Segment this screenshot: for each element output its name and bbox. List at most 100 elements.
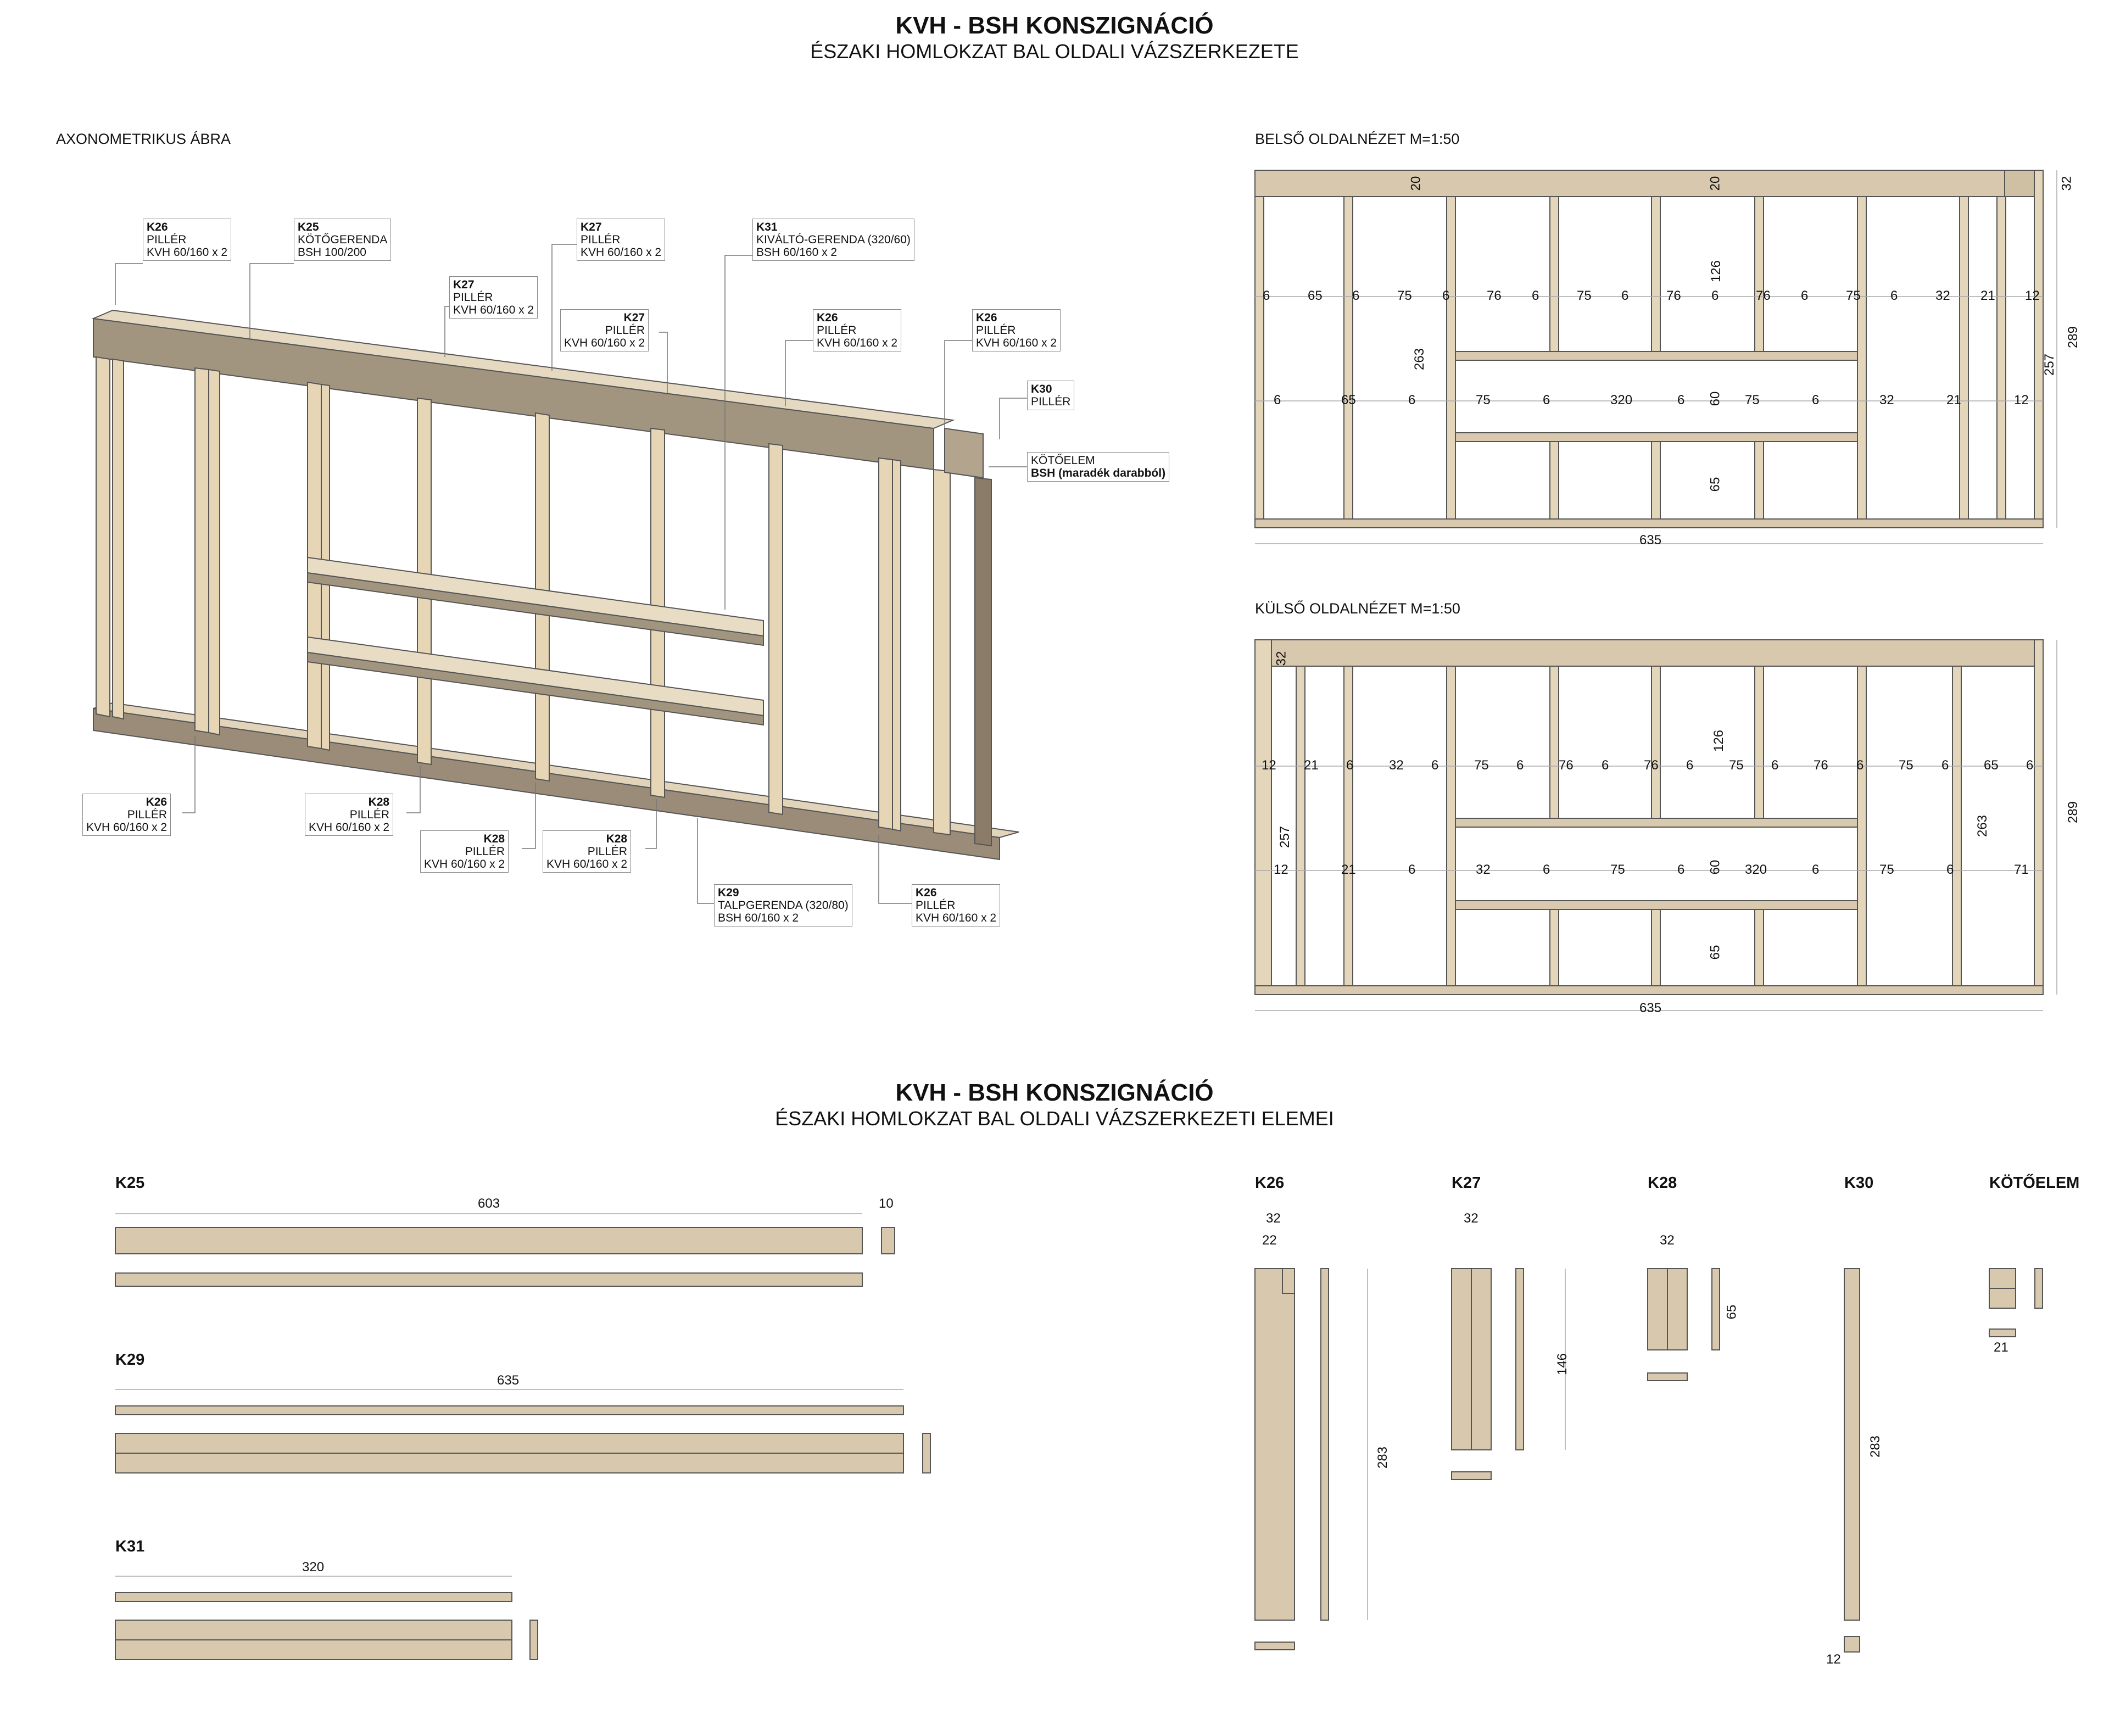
inner-257-dim: 257: [2042, 353, 2057, 376]
dimension-value: 21: [1304, 758, 1319, 773]
inner-65-dim: 65: [1708, 477, 1723, 492]
axonometric-drawing: [91, 309, 1019, 861]
dimension-value: 6: [1532, 288, 1539, 303]
inner-height-dim: 289: [2066, 326, 2081, 349]
dimension-value: 75: [1476, 393, 1491, 408]
inner-heading: BELSŐ OLDALNÉZET M=1:50: [1255, 131, 1460, 147]
dimension-value: 6: [2026, 758, 2034, 773]
k26-283: 283: [1375, 1446, 1391, 1469]
dimension-value: 75: [1846, 288, 1861, 303]
dimension-value: 32: [1476, 862, 1491, 877]
title-block-1: KVH - BSH KONSZIGNÁCIÓ ÉSZAKI HOMLOKZAT …: [0, 12, 2109, 64]
dimension-value: 76: [1756, 288, 1771, 303]
dimension-value: 21: [1980, 288, 1995, 303]
dimension-value: 6: [1946, 862, 1954, 877]
dimension-value: 6: [1711, 288, 1719, 303]
subtitle: ÉSZAKI HOMLOKZAT BAL OLDALI VÁZSZERKEZET…: [810, 40, 1299, 63]
k27-width: 32: [1464, 1211, 1478, 1226]
k29-length: 635: [497, 1373, 520, 1388]
dimension-value: 6: [1408, 393, 1416, 408]
dimension-value: 6: [1431, 758, 1439, 773]
dimension-value: 6: [1274, 393, 1281, 408]
dimension-value: 21: [1341, 862, 1356, 877]
dimension-value: 6: [1941, 758, 1949, 773]
outer-height-dim: 289: [2066, 801, 2081, 824]
element-dimension-lines: [115, 1213, 1566, 1620]
dimension-value: 75: [1729, 758, 1744, 773]
dimension-value: 76: [1814, 758, 1828, 773]
dimension-value: 12: [1274, 862, 1288, 877]
dimension-value: 320: [1745, 862, 1767, 877]
dimension-value: 21: [1946, 393, 1961, 408]
dimension-value: 6: [1543, 862, 1550, 877]
dimension-value: 12: [2025, 288, 2040, 303]
dimension-value: 6: [1543, 393, 1550, 408]
element-k25-title: K25: [115, 1174, 145, 1192]
k28-width: 32: [1660, 1233, 1675, 1248]
dimension-value: 6: [1686, 758, 1694, 773]
inner-60-dim: 60: [1708, 391, 1723, 406]
dimension-value: 12: [2014, 393, 2029, 408]
outer-263-dim: 263: [1975, 814, 1990, 838]
dimension-value: 76: [1487, 288, 1502, 303]
k30-12: 12: [1826, 1652, 1841, 1667]
outer-elevation: [1254, 639, 2044, 995]
inner-263-dim: 263: [1412, 348, 1427, 371]
dimension-value: 75: [1610, 862, 1625, 877]
dimension-value: 6: [1812, 393, 1820, 408]
main-title-2: KVH - BSH KONSZIGNÁCIÓ: [895, 1079, 1214, 1106]
inner-20a-dim: 20: [1408, 176, 1424, 191]
dimension-value: 6: [1263, 288, 1270, 303]
title-block-2: KVH - BSH KONSZIGNÁCIÓ ÉSZAKI HOMLOKZAT …: [0, 1079, 2109, 1131]
k30-283: 283: [1868, 1435, 1883, 1458]
element-k29-title: K29: [115, 1351, 145, 1369]
dimension-value: 6: [1516, 758, 1524, 773]
dimension-value: 75: [1474, 758, 1489, 773]
dimension-value: 6: [1346, 758, 1354, 773]
dimension-value: 65: [1984, 758, 1999, 773]
leader-lines: [115, 244, 1030, 904]
axon-heading: AXONOMETRIKUS ÁBRA: [56, 131, 231, 147]
dimension-value: 6: [1812, 862, 1820, 877]
dimension-value: 6: [1771, 758, 1779, 773]
element-pieces: [115, 1227, 2043, 1660]
dimension-value: 32: [1389, 758, 1404, 773]
element-kotoelem-title: KÖTŐELEM: [1989, 1174, 2080, 1192]
subtitle-2: ÉSZAKI HOMLOKZAT BAL OLDALI VÁZSZERKEZET…: [775, 1107, 1334, 1130]
dimension-value: 6: [1890, 288, 1898, 303]
dimension-value: 32: [1879, 393, 1894, 408]
dimension-value: 320: [1610, 393, 1633, 408]
element-k31-title: K31: [115, 1538, 145, 1555]
dimension-value: 75: [1577, 288, 1592, 303]
dimension-value: 65: [1308, 288, 1323, 303]
dimension-value: 6: [1677, 393, 1685, 408]
outer-dimension-lines: [1255, 640, 2057, 1011]
dimension-value: 6: [1442, 288, 1450, 303]
main-title: KVH - BSH KONSZIGNÁCIÓ: [895, 12, 1214, 39]
element-k30-title: K30: [1844, 1174, 1874, 1192]
dimension-value: 6: [1408, 862, 1416, 877]
dimension-value: 6: [1352, 288, 1360, 303]
dimension-value: 6: [1602, 758, 1609, 773]
element-k27-title: K27: [1452, 1174, 1481, 1192]
dimension-value: 6: [1621, 288, 1629, 303]
outer-60-dim: 60: [1708, 859, 1723, 875]
dimension-value: 71: [2014, 862, 2029, 877]
dimension-value: 75: [1899, 758, 1913, 773]
dimension-value: 32: [1935, 288, 1950, 303]
outer-32-dim: 32: [1274, 651, 1289, 666]
outer-126-dim: 126: [1711, 729, 1727, 752]
